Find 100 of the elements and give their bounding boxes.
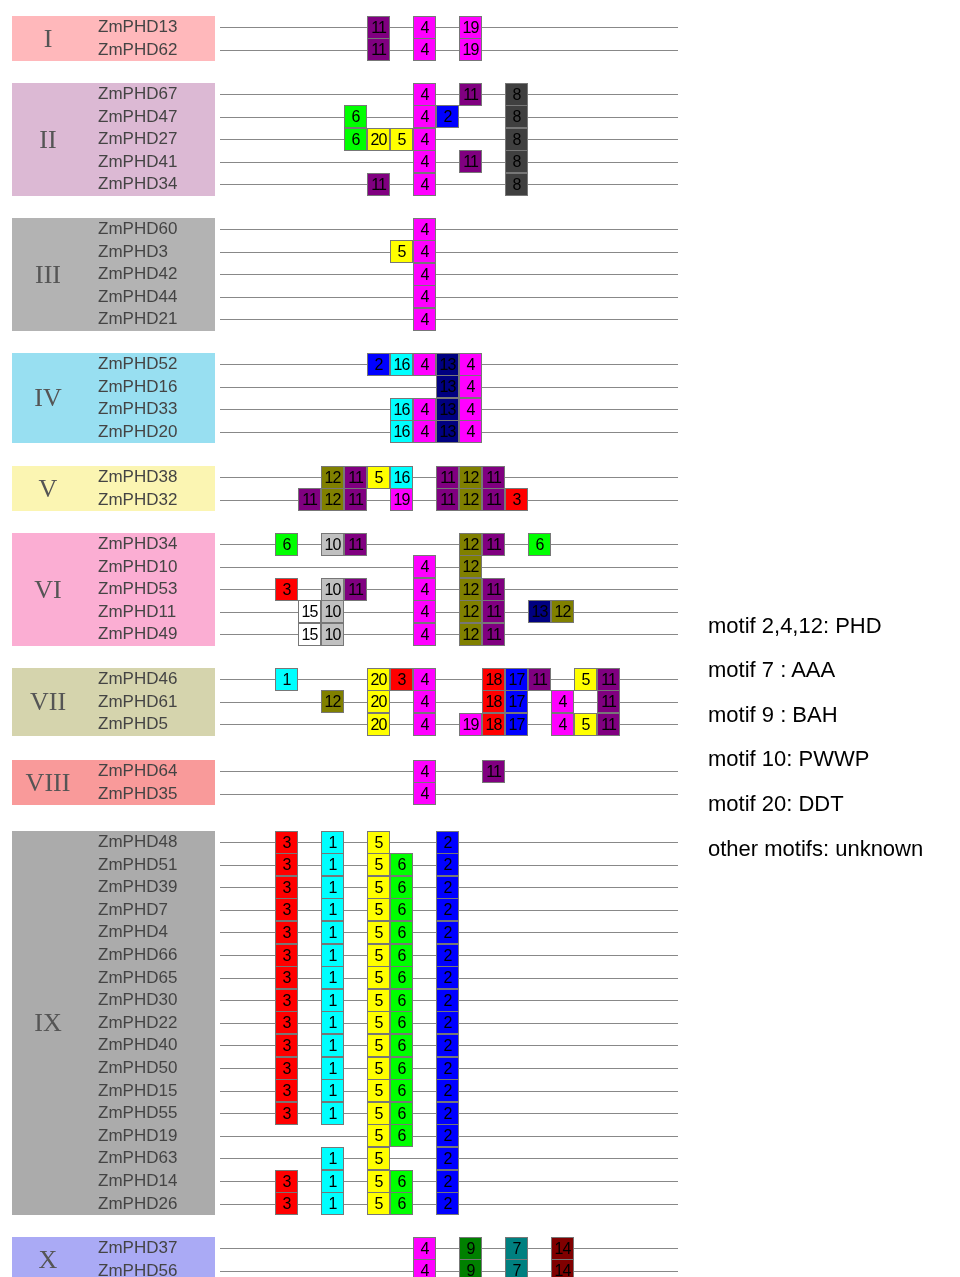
motif-box: 2 [436, 943, 459, 967]
motif-box: 4 [413, 1259, 436, 1277]
gene-name: ZmPHD55 [98, 1103, 178, 1124]
motif-box: 10 [321, 577, 344, 601]
motif-box: 2 [436, 988, 459, 1012]
motif-box: 2 [436, 1169, 459, 1193]
motif-box: 4 [413, 262, 436, 286]
motif-box: 4 [413, 420, 436, 444]
motif-box: 13 [436, 352, 459, 376]
motif-box: 2 [367, 352, 390, 376]
motif-box: 5 [367, 966, 390, 990]
motif-box: 13 [436, 375, 459, 399]
motif-box: 4 [551, 712, 574, 736]
motif-box: 4 [413, 690, 436, 714]
motif-box: 1 [321, 898, 344, 922]
gene-name: ZmPHD41 [98, 151, 178, 172]
gene-name: ZmPHD38 [98, 467, 178, 487]
motif-box: 3 [275, 920, 298, 944]
gene-name: ZmPHD33 [98, 399, 178, 420]
motif-box: 2 [436, 105, 459, 129]
gene-name: ZmPHD27 [98, 129, 178, 150]
motif-box: 5 [367, 943, 390, 967]
motif-box: 1 [321, 853, 344, 877]
group-label: IX [33, 1008, 63, 1039]
gene-name: ZmPHD62 [98, 39, 178, 60]
motif-box: 12 [459, 622, 482, 646]
motif-box: 3 [275, 1192, 298, 1216]
motif-box: 1 [321, 875, 344, 899]
motif-box: 20 [367, 712, 390, 736]
motif-box: 11 [344, 488, 367, 512]
motif-box: 2 [436, 1056, 459, 1080]
group-label: VI [33, 574, 63, 605]
group-band [12, 831, 215, 1216]
group-band [12, 668, 215, 736]
motif-box: 3 [275, 875, 298, 899]
group-band [12, 760, 215, 806]
motif-box: 17 [505, 690, 528, 714]
gene-name: ZmPHD52 [98, 354, 178, 374]
motif-box: 4 [413, 667, 436, 691]
motif-box: 5 [367, 988, 390, 1012]
legend-note: other motifs: unknown [708, 836, 924, 862]
motif-box: 18 [482, 667, 505, 691]
motif-box: 4 [413, 352, 436, 376]
motif-box: 11 [367, 172, 390, 196]
motif-box: 4 [413, 127, 436, 151]
motif-box: 11 [482, 488, 505, 512]
motif-box: 3 [275, 966, 298, 990]
motif-box: 6 [390, 1169, 413, 1193]
legend-note: motif 7 : AAA [708, 657, 836, 683]
motif-box: 11 [298, 488, 321, 512]
motif-box: 7 [505, 1259, 528, 1277]
motif-box: 2 [436, 853, 459, 877]
gene-name: ZmPHD67 [98, 84, 178, 104]
gene-name: ZmPHD20 [98, 421, 178, 442]
motif-box: 11 [344, 465, 367, 489]
motif-box: 20 [367, 127, 390, 151]
motif-box: 11 [459, 82, 482, 106]
motif-box: 1 [321, 1101, 344, 1125]
motif-box: 11 [482, 759, 505, 783]
gene-name: ZmPHD4 [98, 922, 168, 943]
motif-box: 3 [275, 1101, 298, 1125]
motif-box: 5 [367, 1011, 390, 1035]
motif-box: 17 [505, 667, 528, 691]
legend-note: motif 10: PWWP [708, 746, 870, 772]
motif-box: 11 [436, 488, 459, 512]
gene-name: ZmPHD15 [98, 1080, 178, 1101]
gene-name: ZmPHD48 [98, 832, 178, 852]
gene-name: ZmPHD56 [98, 1260, 178, 1277]
gene-name: ZmPHD60 [98, 219, 178, 239]
motif-box: 2 [436, 830, 459, 854]
gene-name: ZmPHD51 [98, 854, 178, 875]
motif-box: 4 [413, 600, 436, 624]
gene-name: ZmPHD53 [98, 579, 178, 600]
motif-box: 1 [321, 1079, 344, 1103]
gene-name: ZmPHD22 [98, 1012, 178, 1033]
motif-box: 3 [275, 1169, 298, 1193]
motif-box: 11 [482, 465, 505, 489]
motif-box: 5 [574, 712, 597, 736]
motif-box: 15 [298, 600, 321, 624]
motif-box: 6 [390, 853, 413, 877]
motif-box: 12 [459, 532, 482, 556]
gene-name: ZmPHD26 [98, 1193, 178, 1214]
motif-box: 16 [390, 465, 413, 489]
motif-box: 12 [459, 465, 482, 489]
gene-name: ZmPHD11 [98, 601, 177, 622]
motif-box: 12 [321, 465, 344, 489]
group-label: II [38, 124, 58, 155]
gene-name: ZmPHD32 [98, 489, 178, 510]
motif-box: 4 [413, 782, 436, 806]
motif-box: 3 [275, 830, 298, 854]
motif-box: 6 [528, 532, 551, 556]
motif-box: 5 [367, 1146, 390, 1170]
motif-box: 6 [390, 1079, 413, 1103]
motif-box: 12 [459, 577, 482, 601]
motif-box: 1 [321, 1033, 344, 1057]
motif-box: 6 [390, 943, 413, 967]
motif-box: 5 [367, 1124, 390, 1148]
motif-box: 13 [436, 397, 459, 421]
motif-box: 9 [459, 1236, 482, 1260]
motif-box: 14 [551, 1236, 574, 1260]
